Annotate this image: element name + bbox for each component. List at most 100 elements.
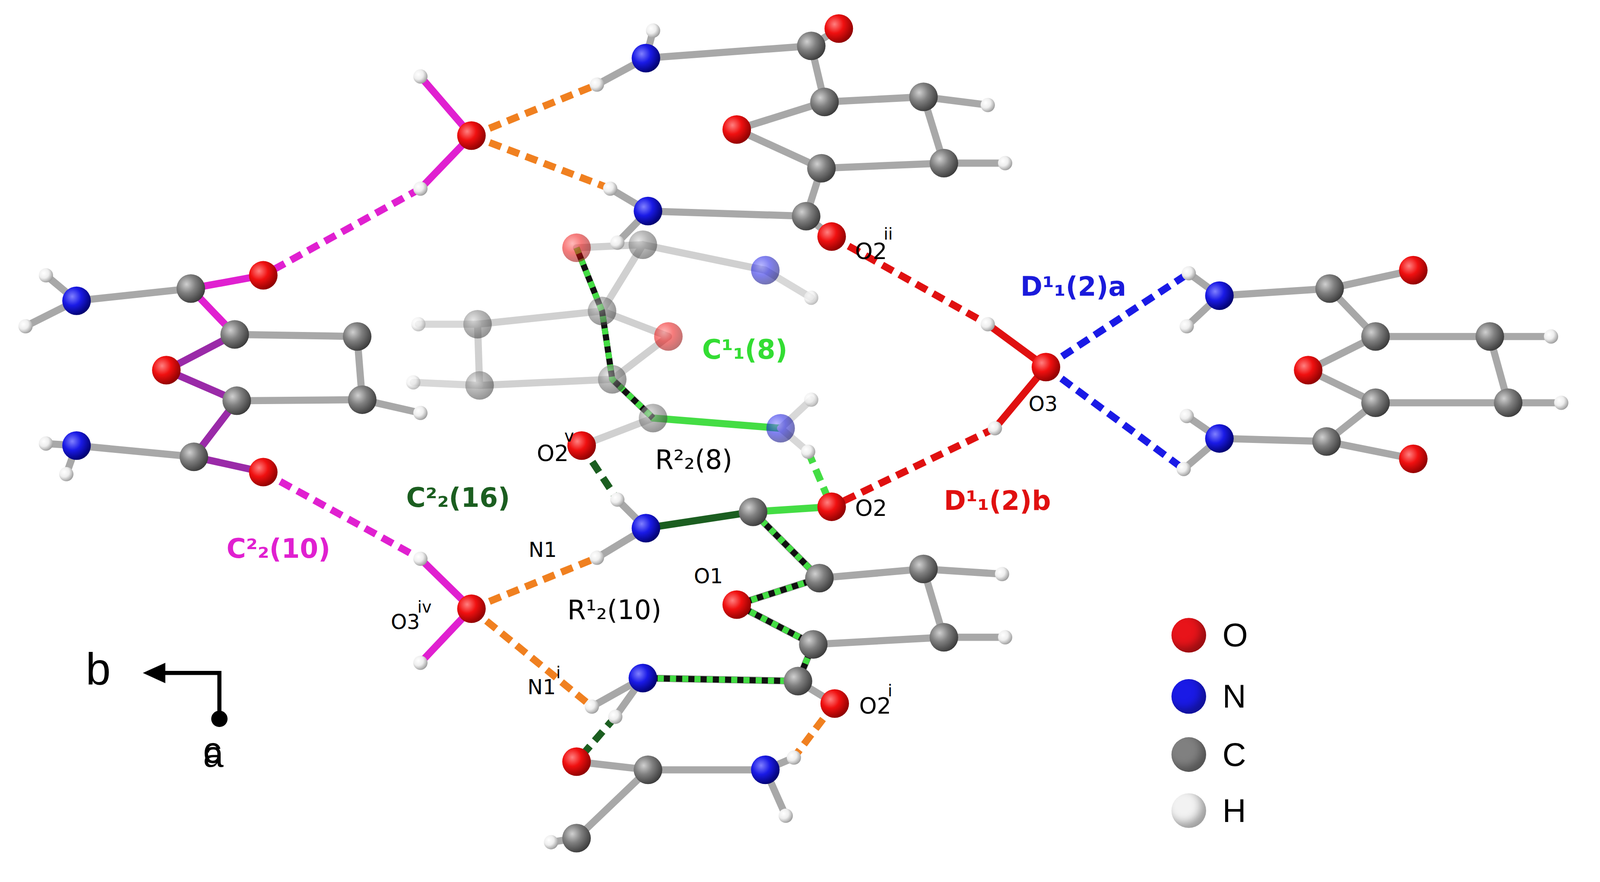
- atom-sphere: [176, 274, 206, 303]
- atom-sphere: [610, 492, 625, 507]
- atom-sphere: [562, 823, 591, 853]
- atom-sphere: [405, 375, 421, 390]
- bond-line: [479, 379, 613, 386]
- atom-sphere: [798, 630, 828, 660]
- atom-sphere: [1493, 388, 1523, 418]
- atom-sphere: [654, 322, 683, 351]
- atom-sphere: [1205, 424, 1234, 454]
- atom-label: C²₂(16): [405, 484, 511, 511]
- atom-sphere: [1176, 462, 1191, 477]
- bond-line: [646, 512, 754, 529]
- atom-sphere: [584, 699, 599, 714]
- atom-label: C²₂(10): [226, 535, 331, 562]
- atom-sphere: [817, 492, 846, 522]
- atom-sphere: [1031, 352, 1061, 382]
- atom-sphere: [817, 222, 846, 251]
- bond-line: [824, 96, 924, 102]
- bond-line: [234, 334, 358, 337]
- axis-line: [163, 671, 220, 675]
- bond-line: [647, 211, 806, 217]
- atom-sphere: [801, 444, 816, 460]
- bond-line: [1219, 438, 1327, 442]
- legend-text: N: [1222, 680, 1247, 713]
- chain-highlight: [643, 512, 820, 682]
- bond-line: [819, 569, 924, 579]
- atom-sphere: [722, 115, 751, 144]
- atom-sphere: [587, 296, 617, 326]
- atom-label: i: [556, 665, 561, 682]
- atom-label: R²₂(8): [655, 446, 733, 473]
- atom-sphere: [810, 87, 839, 117]
- atom-sphere: [786, 750, 802, 765]
- atom-sphere: [59, 467, 74, 482]
- atom-sphere: [1315, 274, 1344, 303]
- atom-sphere: [796, 31, 826, 61]
- legend-swatch: [1171, 617, 1207, 653]
- atom-sphere: [562, 747, 591, 777]
- atom-sphere: [18, 319, 33, 334]
- atom-sphere: [792, 202, 821, 231]
- atom-sphere: [633, 755, 663, 785]
- atom-label: O2: [855, 240, 888, 263]
- atom-sphere: [413, 69, 428, 84]
- atom-sphere: [1554, 395, 1569, 410]
- atom-sphere: [413, 405, 428, 421]
- atom-sphere: [980, 317, 995, 332]
- atom-label: N1: [528, 539, 557, 560]
- atom-sphere: [804, 563, 834, 593]
- atom-label: O2: [536, 442, 569, 466]
- atom-label: R¹₂(10): [567, 596, 662, 624]
- atom-sphere: [463, 310, 492, 339]
- atom-sphere: [909, 82, 938, 111]
- atom-sphere: [783, 667, 813, 696]
- atom-sphere: [804, 392, 819, 407]
- atom-sphere: [562, 233, 591, 263]
- atom-sphere: [628, 230, 658, 260]
- legend-swatch: [1171, 679, 1207, 714]
- atom-sphere: [987, 421, 1002, 436]
- atom-sphere: [608, 709, 623, 725]
- atom-sphere: [807, 154, 836, 183]
- bond-line: [477, 310, 602, 325]
- bond-line: [647, 766, 766, 774]
- atom-sphere: [778, 808, 793, 824]
- atom-sphere: [929, 148, 959, 178]
- bond-line: [1375, 332, 1490, 341]
- hydrogen-bond: [831, 236, 989, 325]
- atom-sphere: [602, 181, 618, 196]
- atom-label: D¹₁(2)b: [944, 487, 1052, 514]
- axis-dot: [211, 710, 228, 728]
- atom-label: O2: [855, 497, 888, 521]
- atom-label: O3: [390, 611, 420, 633]
- atom-sphere: [348, 385, 377, 415]
- chain-highlight: [576, 247, 653, 419]
- atom-sphere: [824, 14, 853, 43]
- atom-sphere: [249, 261, 278, 290]
- atom-label: N1: [527, 677, 556, 698]
- atom-label: a: [202, 736, 224, 774]
- atom-sphere: [1179, 319, 1195, 334]
- atom-sphere: [998, 155, 1013, 171]
- atom-label: C¹₁(8): [702, 336, 788, 363]
- atom-sphere: [750, 256, 780, 285]
- atom-sphere: [909, 554, 938, 584]
- legend-text: H: [1222, 794, 1247, 828]
- hydrogen-bond: [471, 135, 611, 189]
- bond-line: [813, 637, 944, 645]
- atom-sphere: [638, 403, 668, 433]
- bond-line: [76, 288, 191, 301]
- atom-sphere: [1475, 322, 1505, 351]
- atom-sphere: [738, 497, 768, 527]
- legend-text: C: [1222, 738, 1247, 772]
- atom-sphere: [457, 121, 486, 150]
- atom-sphere: [1293, 355, 1323, 385]
- atom-sphere: [722, 590, 751, 619]
- atom-sphere: [457, 594, 486, 624]
- atom-sphere: [411, 317, 426, 332]
- atom-sphere: [589, 77, 605, 92]
- bond-line: [646, 45, 812, 58]
- atom-sphere: [413, 551, 428, 567]
- bond-line: [643, 244, 766, 271]
- atom-sphere: [766, 414, 796, 443]
